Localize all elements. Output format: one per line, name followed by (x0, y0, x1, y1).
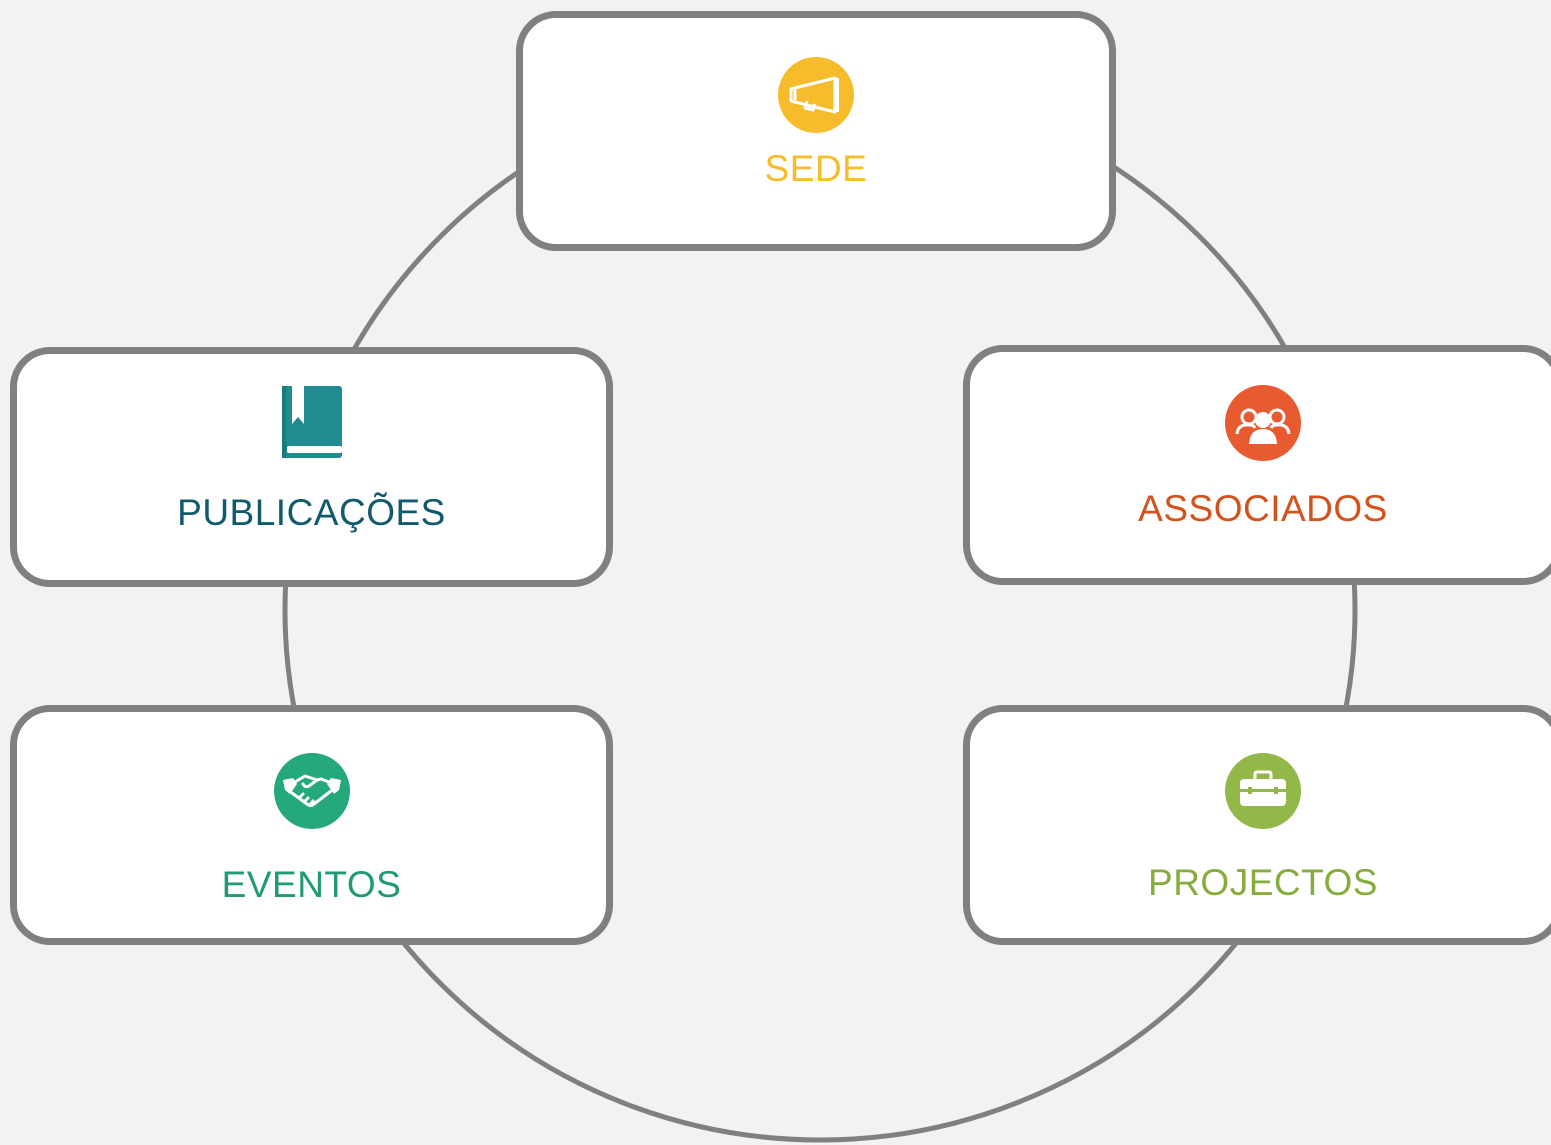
node-label: EVENTOS (221, 864, 402, 905)
node-projectos[interactable]: PROJECTOS (963, 705, 1551, 945)
briefcase-icon (1224, 752, 1302, 830)
handshake-icon (273, 752, 351, 830)
node-label: ASSOCIADOS (1138, 488, 1388, 529)
megaphone-icon (777, 56, 855, 134)
node-eventos[interactable]: EVENTOS (10, 705, 613, 945)
node-label: PUBLICAÇÕES (177, 492, 446, 533)
node-label: PROJECTOS (1148, 862, 1378, 903)
node-sede[interactable]: SEDE (516, 11, 1116, 251)
node-label: SEDE (764, 148, 868, 189)
node-associados[interactable]: ASSOCIADOS (963, 345, 1551, 585)
node-publicacoes[interactable]: PUBLICAÇÕES (10, 347, 613, 587)
people-icon (1224, 384, 1302, 462)
book-icon (273, 384, 351, 462)
